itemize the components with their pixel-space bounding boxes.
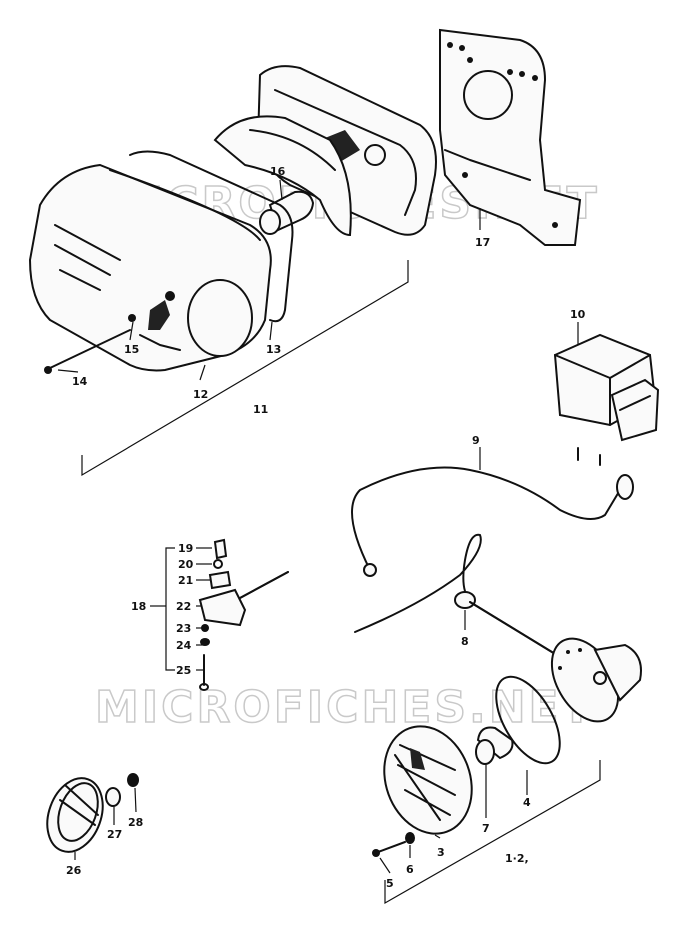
- license-lamp-group-18: [150, 538, 289, 691]
- part-number-labels: 1·2, 3 4 5 6 7 8 9 10 11 12 13 14 15 16 …: [66, 165, 586, 890]
- label-7: 7: [482, 822, 490, 835]
- label-19: 19: [178, 542, 193, 555]
- label-3: 3: [437, 846, 445, 859]
- assembly-bracket-1-2: [384, 760, 601, 905]
- reflector: [213, 115, 352, 237]
- label-17: 17: [475, 236, 490, 249]
- label-13: 13: [266, 343, 281, 356]
- nut-27: [105, 787, 121, 807]
- label-23: 23: [176, 622, 191, 635]
- label-12: 12: [193, 388, 208, 401]
- label-11: 11: [253, 403, 268, 416]
- label-14: 14: [72, 375, 88, 388]
- label-22: 22: [176, 600, 191, 613]
- flasher-relay-10: [553, 333, 660, 466]
- label-18: 18: [131, 600, 146, 613]
- signal-stem-8: [454, 591, 566, 661]
- label-28: 28: [128, 816, 143, 829]
- label-24: 24: [176, 639, 192, 652]
- label-15: 15: [124, 343, 139, 356]
- leader-lines: [57, 179, 579, 874]
- reflector-26: [46, 777, 104, 853]
- label-27: 27: [107, 828, 122, 841]
- screw-14: [44, 329, 131, 374]
- tail-lamp-lens: [28, 150, 294, 372]
- label-4: 4: [523, 796, 531, 809]
- screw-5: [372, 841, 406, 857]
- label-16: 16: [270, 165, 286, 178]
- label-8: 8: [461, 635, 469, 648]
- mounting-bracket: [439, 28, 582, 246]
- label-5: 5: [386, 877, 394, 890]
- label-1-2: 1·2,: [505, 852, 529, 865]
- washer-6: [405, 832, 415, 844]
- washer-28: [127, 773, 139, 787]
- label-6: 6: [406, 863, 414, 876]
- signal-lens-3: [383, 725, 473, 835]
- assembly-bracket-11: [81, 260, 409, 477]
- label-26: 26: [66, 864, 82, 877]
- label-10: 10: [570, 308, 586, 321]
- label-25: 25: [176, 664, 191, 677]
- wire-harness-9: [351, 466, 634, 633]
- label-21: 21: [178, 574, 193, 587]
- turn-signal-housing: [550, 637, 642, 723]
- bulb-7: [475, 726, 514, 765]
- label-9: 9: [472, 434, 480, 447]
- gasket-ring-4: [495, 675, 561, 765]
- bulb-16: [259, 190, 315, 235]
- watermark-bottom: MICROFICHES.NET: [95, 682, 595, 733]
- label-20: 20: [178, 558, 194, 571]
